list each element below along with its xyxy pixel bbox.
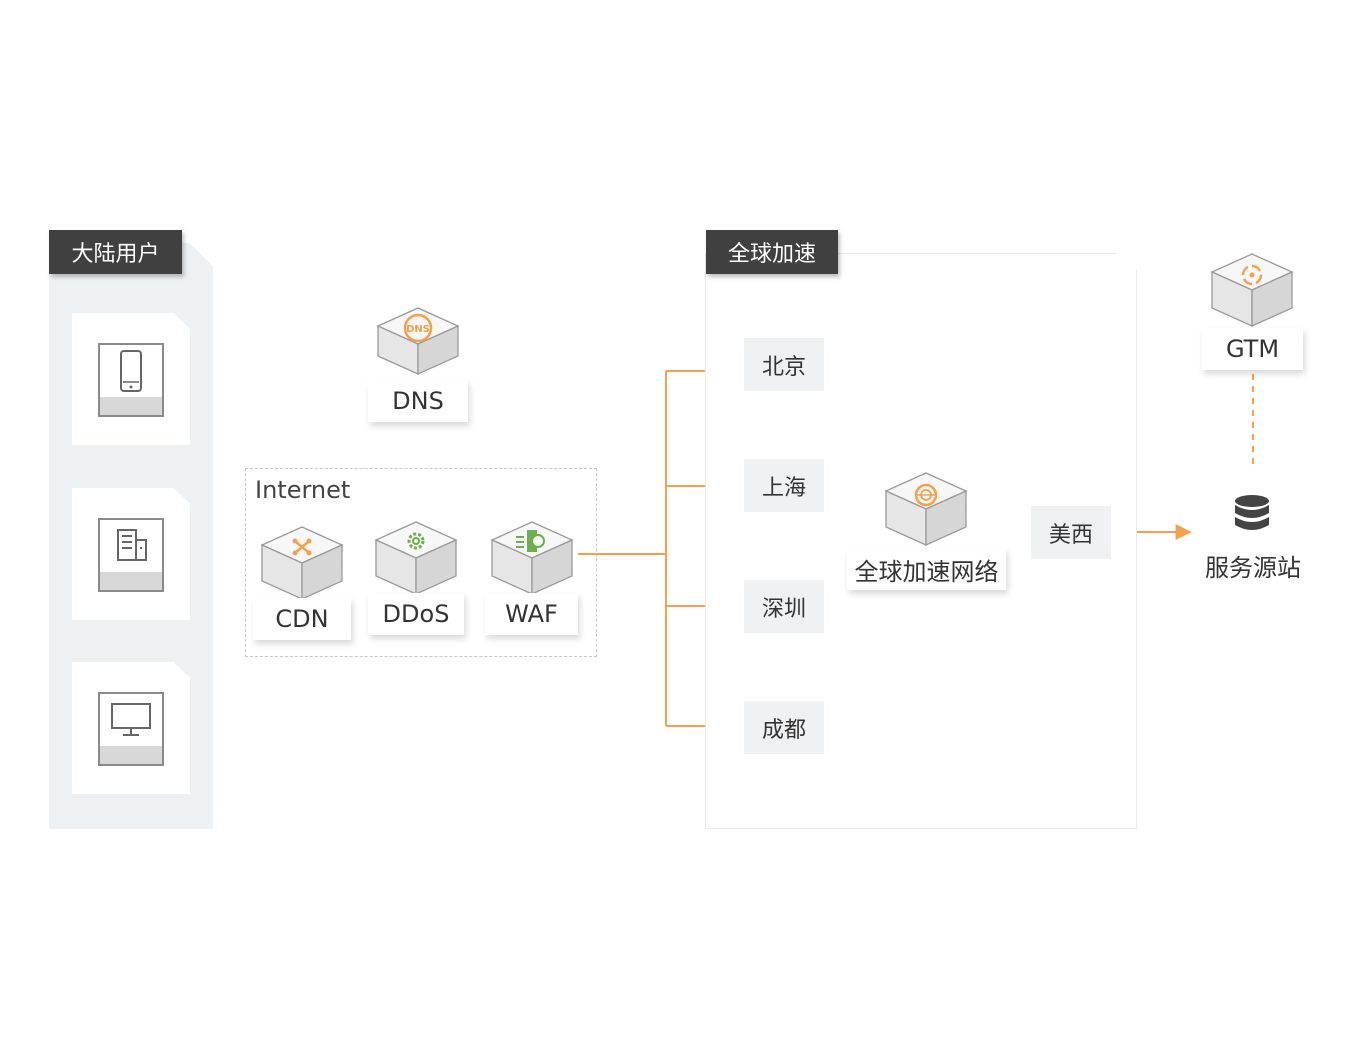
mobile-icon bbox=[120, 350, 142, 392]
cdn-icon bbox=[260, 526, 344, 601]
building-icon bbox=[117, 529, 147, 561]
database-icon bbox=[1235, 495, 1269, 530]
internet-group bbox=[245, 468, 597, 657]
city-shanghai[interactable]: 上海 bbox=[744, 459, 824, 512]
device-card-building[interactable] bbox=[72, 488, 190, 620]
desktop-icon bbox=[111, 703, 151, 736]
ddos-label: DDoS bbox=[368, 593, 464, 635]
acceleration-title: 全球加速 bbox=[706, 230, 838, 274]
city-shenzhen[interactable]: 深圳 bbox=[744, 580, 824, 633]
device-card-mobile[interactable] bbox=[72, 313, 190, 445]
dns-badge: DNS bbox=[406, 324, 430, 335]
city-chengdu[interactable]: 成都 bbox=[744, 701, 824, 754]
dns-cube-icon: DNS bbox=[376, 307, 460, 376]
region-us-west[interactable]: 美西 bbox=[1031, 506, 1111, 559]
users-panel-title: 大陆用户 bbox=[49, 230, 182, 274]
internet-title: Internet bbox=[255, 476, 351, 504]
city-beijing[interactable]: 北京 bbox=[744, 338, 824, 391]
origin-server-label: 服务源站 bbox=[1205, 554, 1301, 582]
cdn-label: CDN bbox=[253, 598, 351, 640]
global-network-icon bbox=[884, 472, 968, 547]
gtm-icon bbox=[1210, 253, 1294, 328]
device-card-desktop[interactable] bbox=[72, 662, 190, 794]
dns-label: DNS bbox=[368, 380, 468, 422]
origin-server-card[interactable] bbox=[1194, 468, 1312, 601]
gtm-label: GTM bbox=[1202, 328, 1303, 370]
global-network-label: 全球加速网络 bbox=[847, 548, 1006, 590]
waf-shield-icon bbox=[490, 521, 574, 596]
ddos-gear-icon bbox=[374, 521, 458, 596]
waf-label: WAF bbox=[485, 593, 578, 635]
